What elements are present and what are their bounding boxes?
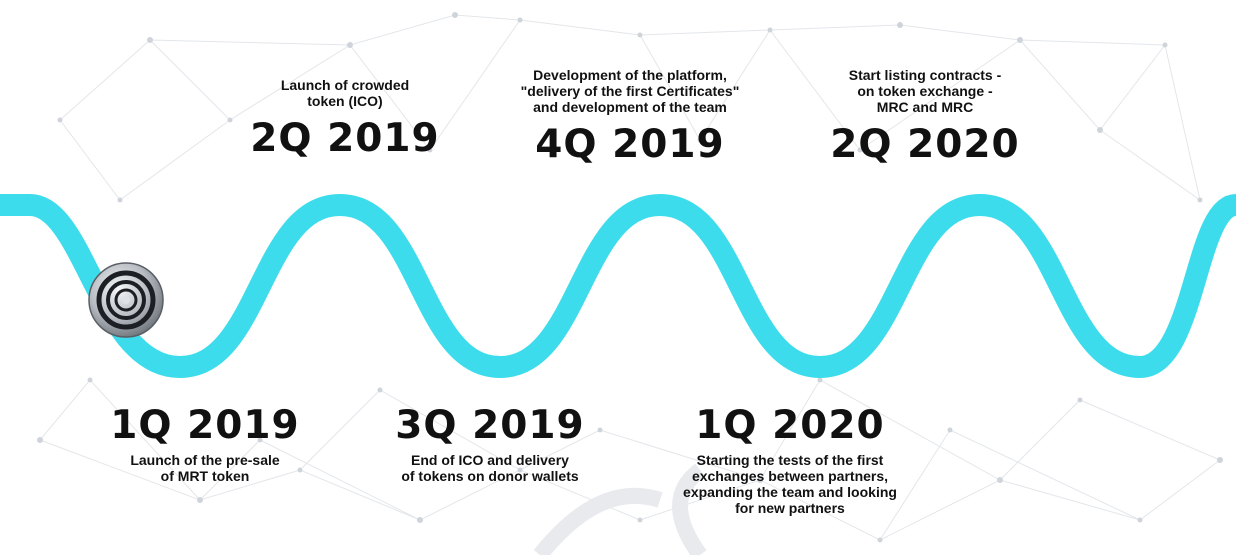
milestone-2q-2020: Start listing contracts - on token excha… [800,67,1050,167]
milestone-date: 3Q 2019 [395,403,585,448]
milestone-3q-2019: 3Q 2019 End of ICO and delivery of token… [380,403,600,485]
milestone-4q-2019: Development of the platform, "delivery o… [480,67,780,167]
milestone-date: 4Q 2019 [535,122,725,167]
milestone-description: Launch of the pre-sale of MRT token [130,452,280,484]
milestone-date: 2Q 2019 [250,116,440,161]
milestone-description: Start listing contracts - on token excha… [848,67,1002,115]
concentric-circles-icon [88,262,164,338]
milestone-description: Starting the tests of the first exchange… [683,452,897,516]
milestone-1q-2020: 1Q 2020 Starting the tests of the first … [640,403,940,517]
milestone-date: 1Q 2020 [695,403,885,448]
milestone-date: 2Q 2020 [830,122,1020,167]
milestone-description: End of ICO and delivery of tokens on don… [401,452,579,484]
milestone-description: Launch of crowded token (ICO) [280,77,410,109]
wave-path [0,193,1236,379]
milestone-1q-2019: 1Q 2019 Launch of the pre-sale of MRT to… [110,403,300,485]
milestone-description: Development of the platform, "delivery o… [520,67,740,115]
milestone-date: 1Q 2019 [110,403,300,448]
milestone-2q-2019: Launch of crowded token (ICO) 2Q 2019 [250,77,440,161]
